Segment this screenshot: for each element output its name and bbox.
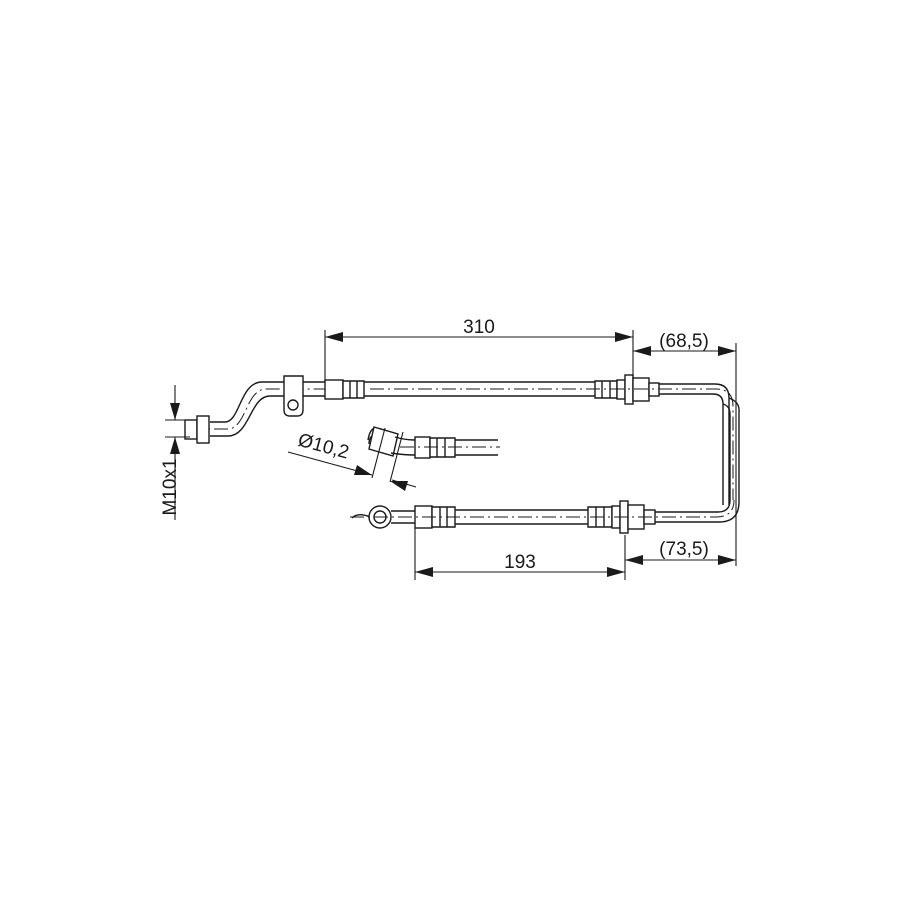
upper-hose [184,374,734,505]
dim-diameter: Ø10,2 [296,430,351,464]
hose-section-detail [367,426,500,483]
dimension-lines [165,330,737,580]
dim-thread: M10x1 [160,458,181,515]
lower-hose [350,499,735,534]
dim-upper-length: 310 [463,317,495,338]
dim-lower-length: 193 [504,552,536,573]
return-tube [655,397,740,523]
dim-upper-offset: (68,5) [659,331,709,352]
dim-lower-offset: (73,5) [659,539,709,560]
